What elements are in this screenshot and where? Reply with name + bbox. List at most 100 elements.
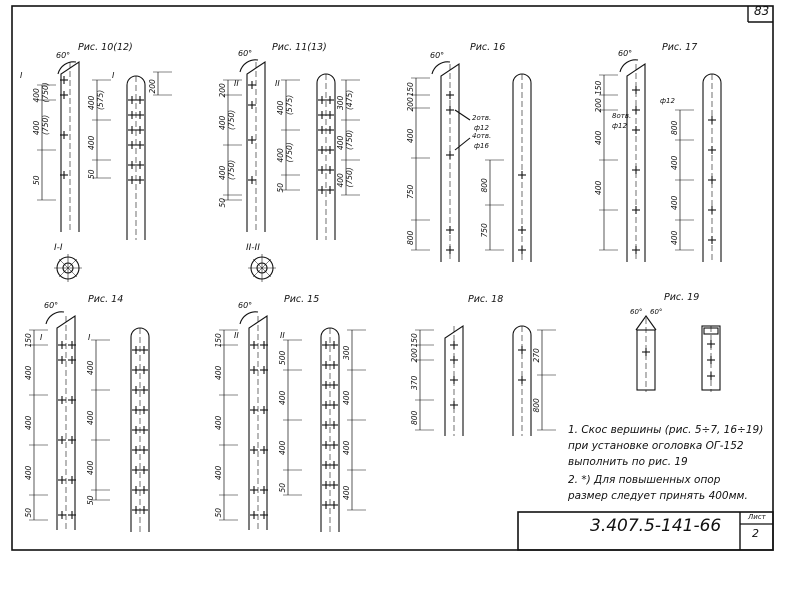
- fig18-left-dim-label: 800: [410, 410, 419, 425]
- callout-holes: 2отв.: [472, 114, 491, 122]
- fig15-mid-dim-label: 50: [278, 483, 287, 493]
- fig14-left-dim-label: 400: [24, 465, 33, 480]
- angle-label: 60°: [238, 49, 252, 58]
- fig14-right-dim-label: 50: [86, 495, 95, 505]
- title-block: [517, 511, 774, 551]
- fig11-right-dim-label: (750): [345, 167, 354, 187]
- fig11-right-dim-label: (475): [345, 90, 354, 110]
- fig11-mid-dim-label: 400: [276, 148, 285, 163]
- fig11-title: Рис. 11(13): [272, 42, 327, 53]
- fig15-mid-dim-label: 500: [278, 350, 287, 365]
- fig14-left-dim-label: 400: [24, 365, 33, 380]
- fig17-right-dim-label: 400: [670, 230, 679, 245]
- fig11-left-dim-label: 400: [218, 165, 227, 180]
- fig17-left-dim-label: 150: [594, 80, 603, 95]
- angle-arc: [431, 61, 451, 75]
- fig17-right-dim-label: 800: [670, 120, 679, 135]
- fig19-apex: [635, 315, 657, 331]
- fig11-left-dim-label: (750): [227, 160, 236, 180]
- callout-phi: ф12: [660, 97, 675, 105]
- fig16-left-dim-label: 400: [406, 128, 415, 143]
- fig15-left-dim-label: 400: [214, 465, 223, 480]
- fig18-right-dim-label: 270: [532, 348, 541, 363]
- fig15-marker: II: [234, 331, 239, 340]
- note-line-2: при установке оголовка ОГ-152: [568, 440, 744, 452]
- fig10-star-dim-label: 200: [148, 79, 157, 94]
- note-line-1: 1. Скос вершины (рис. 5÷7, 16÷19): [568, 424, 764, 436]
- fig10-left-dim-label: 50: [32, 175, 41, 185]
- fig15-right-dim-label: 400: [342, 390, 351, 405]
- fig17-right-dim-label: 400: [670, 195, 679, 210]
- fig10-left-dim-label: 400: [32, 88, 41, 103]
- fig10-marker: I: [112, 71, 115, 80]
- fig14-left-dim-label: 400: [24, 415, 33, 430]
- sheet-frame: [11, 5, 774, 551]
- fig11-left-dim-label: 50: [218, 198, 227, 208]
- fig15-mid-dim-label: 400: [278, 440, 287, 455]
- fig10-left-dim-label: (750): [41, 82, 50, 102]
- angle-arc: [45, 311, 65, 325]
- fig18-left-dim-label: 370: [410, 375, 419, 390]
- fig17-left-dim-label: 400: [594, 180, 603, 195]
- fig10-left-dim-label: 400: [32, 120, 41, 135]
- fig18-title: Рис. 18: [468, 294, 503, 305]
- fig16-right-dim-label: 800: [480, 178, 489, 193]
- angle-arc: [619, 59, 639, 73]
- fig18-left-dim-label: 150: [410, 333, 419, 348]
- note-line-4: 2. *) Для повышенных опор: [568, 474, 721, 486]
- fig18-left-dim-label: 200: [410, 348, 419, 363]
- fig10-title: Рис. 10(12): [78, 42, 133, 53]
- fig15-right-dim-label: 400: [342, 440, 351, 455]
- fig17-title: Рис. 17: [662, 42, 697, 53]
- angle-label: 60°: [238, 301, 252, 310]
- fig16-left-dim-label: 800: [406, 230, 415, 245]
- fig11-mid-dim-label: (575): [285, 95, 294, 115]
- fig16-left-dim-label: 150: [406, 82, 415, 97]
- fig16-title: Рис. 16: [470, 42, 505, 53]
- angle-arc: [239, 59, 259, 73]
- fig11-left-dim-label: 400: [218, 115, 227, 130]
- section-axis: [252, 258, 272, 278]
- angle-label: 60°: [618, 49, 632, 58]
- note-line-5: размер следует принять 400мм.: [568, 490, 748, 502]
- fig11-right-dim-label: (750): [345, 130, 354, 150]
- fig15-right-dim-label: 400: [342, 485, 351, 500]
- fig10-right-dim-label: 50: [87, 169, 96, 179]
- sheet-label: Лист: [748, 513, 766, 521]
- angle-label: 60°: [56, 51, 70, 60]
- fig16-right-dim-label: 750: [480, 223, 489, 238]
- fig10-right-dim-label: 400: [87, 135, 96, 150]
- fig17-left-dim-label: 400: [594, 130, 603, 145]
- callout-holes: ф12: [474, 124, 489, 132]
- callout-holes: 4отв.: [472, 132, 491, 140]
- fig14-left-dim-label: 50: [24, 508, 33, 518]
- section-axis: [58, 258, 78, 278]
- fig11-mid-dim-label: 50: [276, 183, 285, 193]
- fig15-left-dim-label: 400: [214, 365, 223, 380]
- fig11-marker: II: [275, 79, 280, 88]
- fig10-left-dim-label: (750): [41, 115, 50, 135]
- fig18-right-dim-label: 800: [532, 398, 541, 413]
- fig14-marker: I: [40, 333, 43, 342]
- fig14-title: Рис. 14: [88, 294, 123, 305]
- fig11-mid-dim-label: (750): [285, 142, 294, 162]
- fig15-title: Рис. 15: [284, 294, 319, 305]
- angle-arc: [57, 61, 77, 75]
- fig10-right-dim-label: (575): [96, 90, 105, 110]
- fig11-mid-dim-label: 400: [276, 100, 285, 115]
- document-code: 3.407.5-141-66: [590, 516, 722, 536]
- angle-arc: [239, 311, 259, 325]
- fig19-title: Рис. 19: [664, 292, 699, 303]
- fig14-left-dim-label: 150: [24, 333, 33, 348]
- fig11-left-dim-label: (750): [227, 110, 236, 130]
- fig15-marker: II: [280, 331, 285, 340]
- callout-holes: ф16: [474, 142, 489, 150]
- fig10-right-dim-label: 400: [87, 95, 96, 110]
- fig10-section-label: I-I: [54, 243, 63, 253]
- note-line-3: выполнить по рис. 19: [568, 456, 688, 468]
- fig11-right-dim-label: 300: [336, 95, 345, 110]
- fig16-left-dim-label: 200: [406, 97, 415, 112]
- fig11-left-dim-label: 200: [218, 83, 227, 98]
- fig14-right-dim-label: 400: [86, 460, 95, 475]
